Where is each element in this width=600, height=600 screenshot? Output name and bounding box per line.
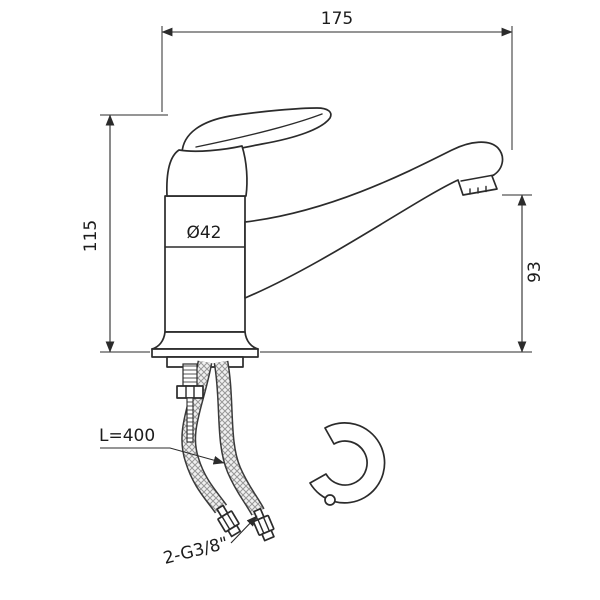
threaded-stud xyxy=(182,363,198,387)
faucet-outline xyxy=(151,107,504,368)
hose-right-braid xyxy=(215,360,264,515)
wrench-notch xyxy=(324,494,336,506)
dimension-spout-height-label: 93 xyxy=(525,261,545,283)
hose-length-callout: L=400 xyxy=(99,426,225,465)
base-flare xyxy=(151,331,259,350)
faucet-lever xyxy=(181,107,332,158)
mounting-wrench xyxy=(309,422,386,506)
mounting-stud xyxy=(176,363,204,443)
dimension-width-label: 175 xyxy=(321,9,353,29)
hose-thread-label: 2-G3/8" xyxy=(161,533,230,568)
hose-right-fitting xyxy=(252,507,275,542)
aerator-line xyxy=(460,174,495,182)
stud-rod xyxy=(186,397,194,443)
dimension-height-left-label: 115 xyxy=(81,220,101,252)
body-diameter-label: Ø42 xyxy=(186,223,221,243)
aerator-ticks xyxy=(469,185,487,195)
dimension-width: 175 xyxy=(161,9,513,150)
hose-thread-callout: 2-G3/8" xyxy=(161,515,258,569)
hose-left-fitting xyxy=(216,504,242,538)
faucet-body xyxy=(164,195,246,333)
hose-length-label: L=400 xyxy=(99,426,155,446)
wrench-crescent xyxy=(309,422,386,504)
stud-nut xyxy=(176,385,204,399)
lever-accent-line xyxy=(195,113,323,148)
dimension-height-left: 115 xyxy=(81,114,168,353)
faucet-spout xyxy=(244,141,504,299)
base-plate xyxy=(151,348,259,358)
dimension-spout-height: 93 xyxy=(260,194,545,353)
handle-dome xyxy=(166,145,248,197)
